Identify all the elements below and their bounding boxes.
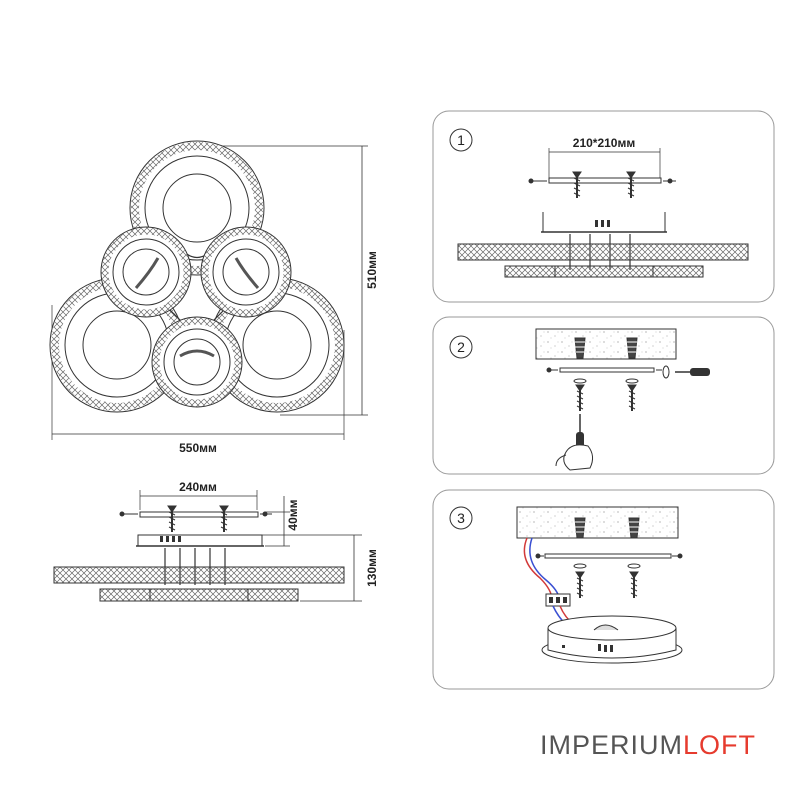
step-1-number: 1 xyxy=(457,132,465,148)
side-width-label: 240мм xyxy=(179,480,217,494)
imperiumloft-logo: IMPERIUMLOFT xyxy=(540,730,756,761)
side-height-label: 130мм xyxy=(365,549,379,587)
small-ring-bottom xyxy=(151,316,243,408)
small-ring-left xyxy=(100,226,192,318)
top-width-label: 550мм xyxy=(179,441,217,455)
ceiling-block xyxy=(535,328,677,360)
side-view xyxy=(53,490,362,602)
step-3-number: 3 xyxy=(457,510,465,526)
step-3-panel xyxy=(432,489,775,690)
step-2-panel xyxy=(432,316,775,475)
small-ring-right xyxy=(200,226,292,318)
ceiling-block xyxy=(516,506,679,539)
step-1-spacing-label: 210*210мм xyxy=(573,136,636,150)
plate-height-label: 40мм xyxy=(286,499,300,530)
top-view xyxy=(49,140,368,440)
logo-part-imperium: IMPERIUM xyxy=(540,730,683,760)
step-1-panel xyxy=(432,110,775,303)
step-2-number: 2 xyxy=(457,339,465,355)
top-height-label: 510мм xyxy=(365,251,379,289)
logo-part-loft: LOFT xyxy=(683,730,757,760)
